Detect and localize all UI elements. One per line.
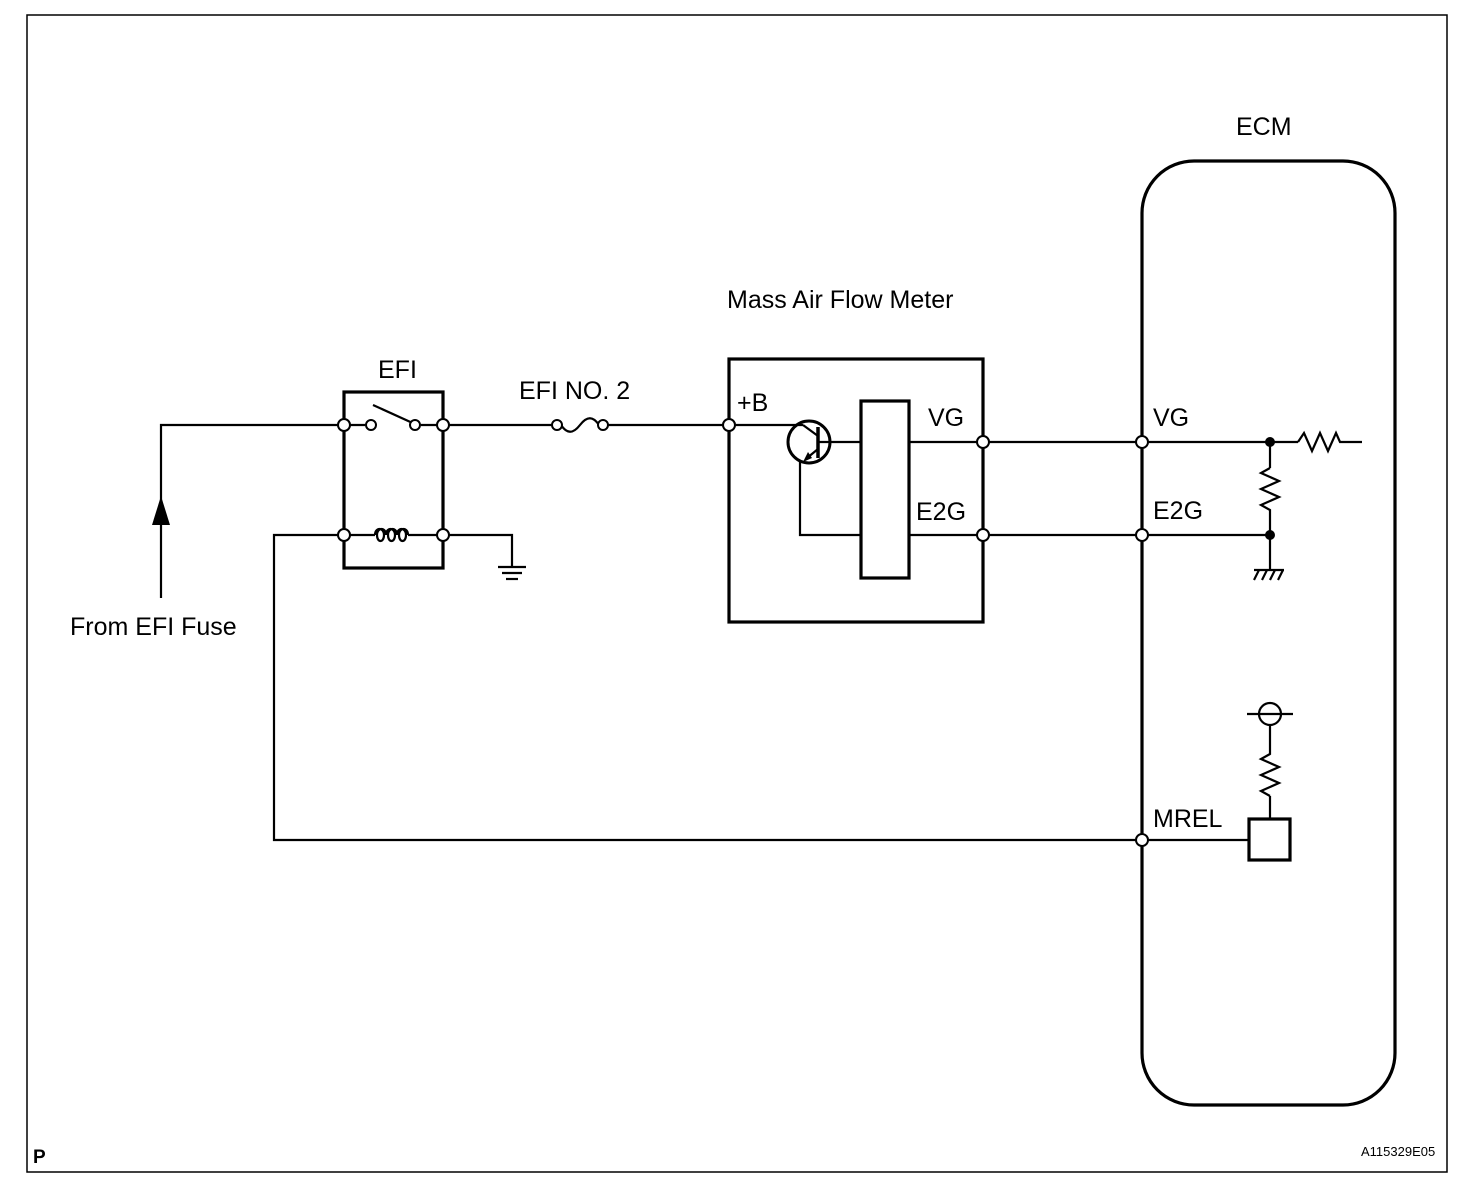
figure-code: A115329E05 xyxy=(1361,1144,1435,1159)
maf-vg-label: VG xyxy=(928,404,964,432)
relay-coil-icon xyxy=(373,527,410,543)
from-efi-fuse-label: From EFI Fuse xyxy=(70,613,237,641)
mrel-driver-box xyxy=(1247,817,1292,862)
maf-plus-b-label: +B xyxy=(737,389,768,417)
relay-terminal xyxy=(436,418,450,432)
fuse-terminal-right xyxy=(597,419,609,431)
wire-from-efi-fuse xyxy=(159,423,344,598)
wire-mrel xyxy=(272,533,1142,842)
maf-terminal-e2g xyxy=(976,528,990,542)
transistor-collector xyxy=(802,424,819,437)
chassis-ground-hatch-2 xyxy=(1261,569,1268,581)
arrow-up-icon xyxy=(152,496,170,525)
wire-relay-to-ground xyxy=(443,533,514,567)
efi-relay-box xyxy=(342,390,445,570)
efi-relay-label: EFI xyxy=(378,356,417,384)
fuse-icon xyxy=(560,417,600,433)
resistor-icon xyxy=(1258,725,1282,797)
ecm-vg-label: VG xyxy=(1153,404,1189,432)
relay-switch-contact-left xyxy=(365,419,377,431)
ecm-mrel-label: MREL xyxy=(1153,805,1223,833)
relay-terminal xyxy=(436,528,450,542)
chassis-ground-hatch-1 xyxy=(1253,569,1260,581)
relay-terminal xyxy=(337,418,351,432)
relay-switch-blade xyxy=(372,403,418,427)
junction-dot xyxy=(1265,437,1275,447)
ecm-terminal-mrel xyxy=(1135,833,1149,847)
maf-sensor-element xyxy=(859,399,911,580)
ecm-terminal-vg xyxy=(1135,435,1149,449)
ecm-terminal-e2g xyxy=(1135,528,1149,542)
efi-no2-fuse-label: EFI NO. 2 xyxy=(519,377,630,405)
junction-dot xyxy=(1265,530,1275,540)
diagram-frame xyxy=(26,14,1448,1173)
ecm-label: ECM xyxy=(1236,113,1292,141)
relay-switch-contact-right xyxy=(409,419,421,431)
maf-title: Mass Air Flow Meter xyxy=(727,286,953,314)
transistor-emitter-arrow xyxy=(803,452,812,462)
relay-terminal xyxy=(337,528,351,542)
maf-e2g-label: E2G xyxy=(916,498,966,526)
maf-terminal-plus-b xyxy=(722,418,736,432)
maf-terminal-vg xyxy=(976,435,990,449)
chassis-ground-hatch-3 xyxy=(1269,569,1276,581)
corner-mark: P xyxy=(33,1147,46,1168)
resistor-icon xyxy=(1297,430,1362,454)
maf-box xyxy=(727,357,985,624)
maf-internal-return xyxy=(798,460,861,537)
ecm-body xyxy=(1140,159,1397,1107)
ecm-e2g-label: E2G xyxy=(1153,497,1203,525)
resistor-icon xyxy=(1258,467,1282,535)
chassis-ground-hatch-4 xyxy=(1277,569,1284,581)
fuse-terminal-left xyxy=(551,419,563,431)
